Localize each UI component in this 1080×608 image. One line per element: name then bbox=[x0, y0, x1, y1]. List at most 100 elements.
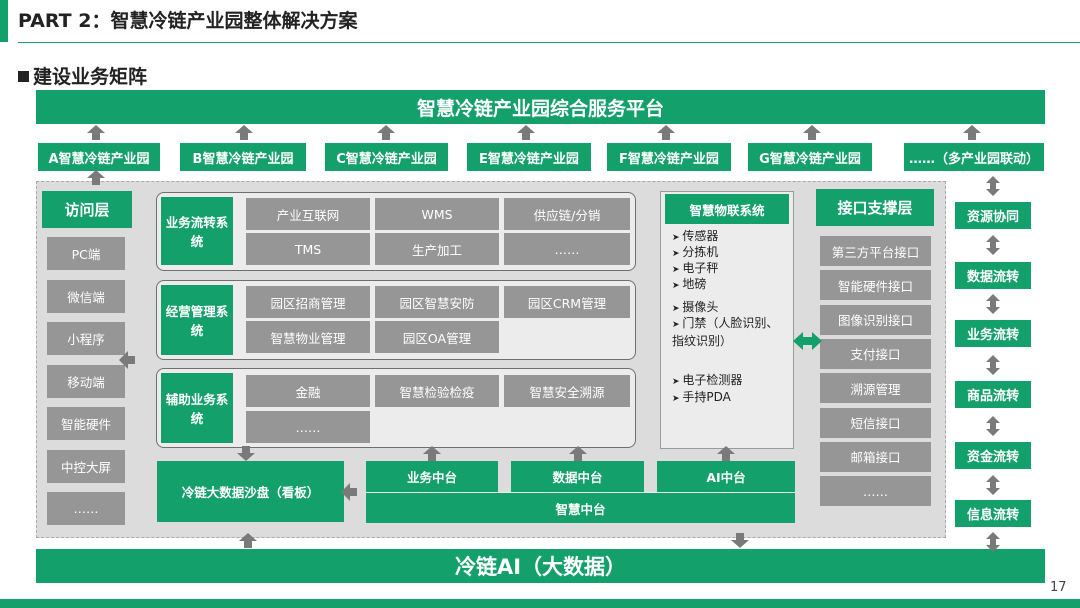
double-arrow-icon bbox=[793, 332, 822, 350]
iot-list-item: ➤ 摄像头 bbox=[672, 299, 790, 317]
operations-item: 园区CRM管理 bbox=[504, 286, 630, 318]
updown-arrow-icon bbox=[986, 235, 1000, 255]
data-middle-platform: 数据中台 bbox=[511, 461, 644, 492]
auxiliary-title: 辅助业务系统 bbox=[161, 373, 233, 443]
iot-list-item: ➤ 地磅 bbox=[672, 276, 790, 294]
operations-title: 经营管理系统 bbox=[161, 285, 233, 355]
business-flow-title: 业务流转系统 bbox=[161, 197, 233, 265]
interface-item: 溯源管理 bbox=[820, 373, 931, 404]
flow-box: 资金流转 bbox=[955, 442, 1031, 469]
iot-title: 智慧物联系统 bbox=[665, 194, 789, 224]
operations-item: 园区OA管理 bbox=[375, 321, 499, 353]
arrowhead-bullet-icon: ➤ bbox=[672, 377, 683, 387]
iot-list-item: ➤ 传感器 bbox=[672, 228, 790, 246]
business_flow-item: TMS bbox=[246, 233, 370, 265]
updown-arrow-icon bbox=[986, 416, 1000, 436]
business_flow-item: 生产加工 bbox=[375, 233, 499, 265]
arrowhead-bullet-icon: ➤ bbox=[672, 320, 683, 330]
auxiliary-item: 智慧检验检疫 bbox=[375, 375, 499, 407]
park-box: B智慧冷链产业园 bbox=[180, 143, 306, 171]
auxiliary-item: 金融 bbox=[246, 375, 370, 407]
iot-list-item: ➤ 分拣机 bbox=[672, 244, 790, 262]
access-item: PC端 bbox=[47, 237, 125, 270]
section-title: 建设业务矩阵 bbox=[18, 62, 147, 89]
business_flow-item: 产业互联网 bbox=[246, 198, 370, 230]
park-box: F智慧冷链产业园 bbox=[607, 143, 731, 171]
header-accent-bar bbox=[0, 0, 8, 42]
square-bullet-icon bbox=[18, 71, 29, 82]
interface-item: 第三方平台接口 bbox=[820, 236, 931, 266]
interface-item: 智能硬件接口 bbox=[820, 270, 931, 301]
interface-item: 邮箱接口 bbox=[820, 441, 931, 472]
iot-item-label: 分拣机 bbox=[682, 245, 719, 259]
down-arrow-icon bbox=[237, 446, 255, 461]
left-arrow-icon bbox=[341, 483, 357, 501]
iot-item-label: 门禁（人脸识别、指纹识别） bbox=[672, 316, 779, 348]
iot-item-label: 电子秤 bbox=[682, 261, 719, 275]
access-item: …… bbox=[47, 492, 125, 525]
iot-panel bbox=[660, 191, 794, 449]
page-title: PART 2：智慧冷链产业园整体解决方案 bbox=[18, 10, 358, 32]
arrowhead-bullet-icon: ➤ bbox=[672, 233, 683, 243]
iot-item-label: 手持PDA bbox=[682, 390, 731, 404]
park-box: C智慧冷链产业园 bbox=[325, 143, 448, 171]
down-arrow-icon bbox=[731, 533, 749, 548]
sandbox-board: 冷链大数据沙盘（看板） bbox=[157, 461, 344, 522]
up-arrow-icon bbox=[377, 125, 395, 140]
up-arrow-icon bbox=[803, 125, 821, 140]
interface-item: 短信接口 bbox=[820, 407, 931, 438]
smart-middle-platform: 智慧中台 bbox=[366, 492, 795, 523]
iot-item-label: 电子检测器 bbox=[682, 373, 743, 387]
updown-arrow-icon bbox=[986, 176, 1000, 196]
park-box: ……（多产业园联动） bbox=[904, 143, 1044, 171]
access-item: 小程序 bbox=[47, 322, 125, 355]
operations-item: 园区智慧安防 bbox=[375, 286, 499, 318]
iot-list-item: ➤ 手持PDA bbox=[672, 389, 790, 407]
access-item: 中控大屏 bbox=[47, 449, 125, 483]
iot-item-label: 传感器 bbox=[682, 229, 719, 243]
ai-middle-platform: AI中台 bbox=[657, 461, 795, 492]
bottom-platform-bar: 冷链AI（大数据） bbox=[36, 549, 1045, 583]
operations-item: 园区招商管理 bbox=[246, 286, 370, 318]
up-arrow-icon bbox=[517, 125, 535, 140]
business_flow-item: 供应链/分销 bbox=[504, 198, 630, 230]
arrowhead-bullet-icon: ➤ bbox=[672, 281, 683, 291]
arrowhead-bullet-icon: ➤ bbox=[672, 249, 683, 259]
up-arrow-icon bbox=[239, 533, 257, 548]
iot-list-item: ➤ 电子秤 bbox=[672, 260, 790, 278]
auxiliary-item: 智慧安全溯源 bbox=[504, 375, 630, 407]
flow-box: 数据流转 bbox=[955, 262, 1031, 289]
up-arrow-icon bbox=[569, 446, 587, 461]
up-arrow-icon bbox=[717, 446, 735, 461]
access-item: 智能硬件 bbox=[47, 407, 125, 440]
header-divider bbox=[18, 42, 1080, 43]
up-arrow-icon bbox=[423, 446, 441, 461]
flow-box: 业务流转 bbox=[955, 320, 1031, 347]
flow-box: 资源协同 bbox=[955, 202, 1031, 229]
iot-item-label: 摄像头 bbox=[682, 300, 719, 314]
arrowhead-bullet-icon: ➤ bbox=[672, 304, 683, 314]
interface-item: …… bbox=[820, 476, 931, 507]
updown-arrow-icon bbox=[986, 355, 1000, 375]
page-number: 17 bbox=[1050, 580, 1067, 595]
arrowhead-bullet-icon: ➤ bbox=[672, 265, 683, 275]
business_flow-item: …… bbox=[504, 233, 630, 265]
up-arrow-icon bbox=[657, 125, 675, 140]
access-item: 移动端 bbox=[47, 364, 125, 398]
business-middle-platform: 业务中台 bbox=[366, 461, 498, 492]
interface-layer-title: 接口支撑层 bbox=[816, 189, 934, 226]
updown-arrow-icon bbox=[986, 294, 1000, 314]
iot-item-label: 地磅 bbox=[682, 277, 707, 291]
iot-list-item: ➤ 电子检测器 bbox=[672, 372, 790, 390]
up-arrow-icon bbox=[963, 125, 981, 140]
flow-box: 信息流转 bbox=[955, 500, 1031, 527]
left-arrow-icon bbox=[119, 351, 135, 369]
flow-box: 商品流转 bbox=[955, 381, 1031, 408]
park-box: A智慧冷链产业园 bbox=[38, 143, 160, 171]
interface-item: 图像识别接口 bbox=[820, 304, 931, 335]
up-arrow-icon bbox=[235, 125, 253, 140]
top-platform-bar: 智慧冷链产业园综合服务平台 bbox=[36, 90, 1045, 124]
operations-item: 智慧物业管理 bbox=[246, 321, 370, 353]
interface-item: 支付接口 bbox=[820, 338, 931, 369]
